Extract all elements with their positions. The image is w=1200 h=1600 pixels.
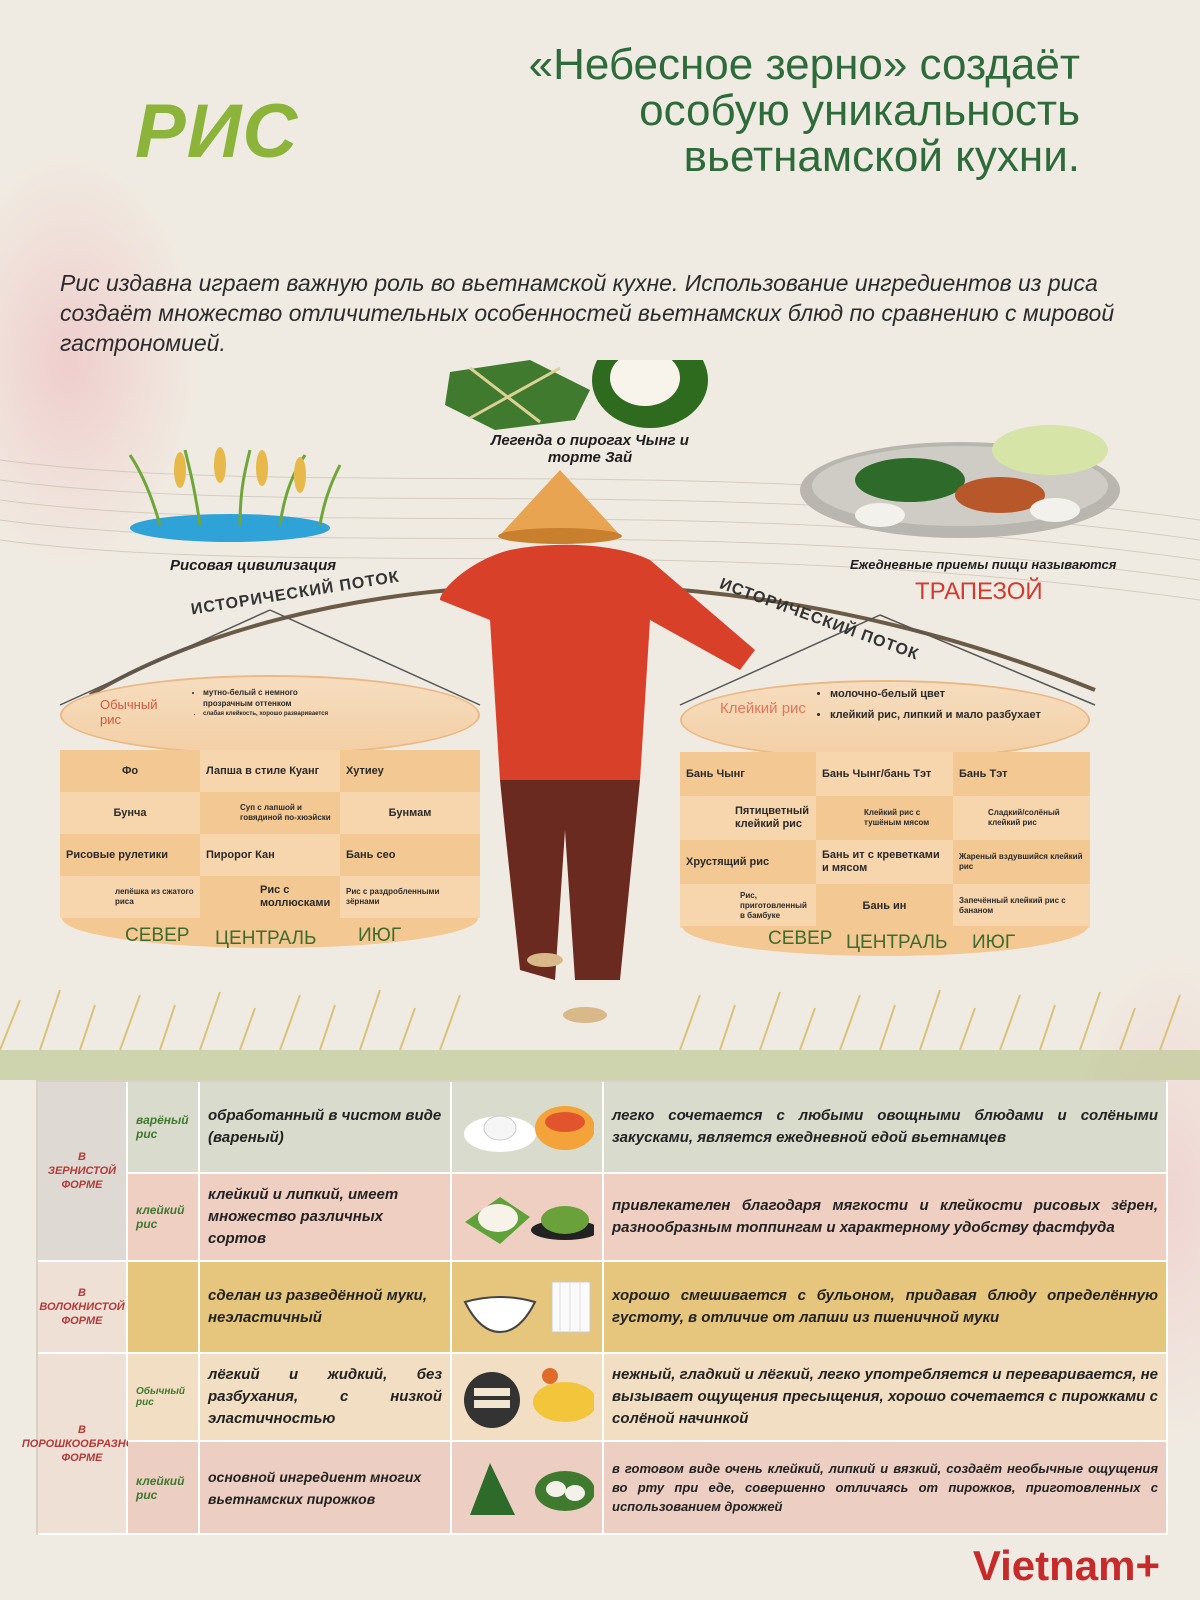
- sub-cell: клейкий рис: [128, 1174, 200, 1262]
- desc-cell: сделан из разведённой муки, неэластичный: [200, 1262, 452, 1354]
- dish-cell: Пятицветный клейкий рис: [680, 796, 816, 840]
- dish-cell: Бань Тэт: [953, 752, 1090, 796]
- bullet: слабая клейкость, хорошо разваривается: [203, 709, 345, 720]
- dish-cell: Бунмам: [340, 792, 480, 834]
- banh-chung-icon: [445, 360, 708, 430]
- desc-cell: лёгкий и жидкий, без разбухания, с низко…: [200, 1354, 452, 1442]
- meal-tray-icon: [800, 425, 1120, 538]
- meals-label: Ежедневные приемы пищи называются: [850, 557, 1117, 572]
- dish-cell: Бунча: [60, 792, 200, 834]
- rice-forms-table: В ЗЕРНИСТОЙ ФОРМЕ В ВОЛОКНИСТОЙ ФОРМЕ В …: [22, 1080, 1168, 1535]
- basket-right-type: Клейкий рис: [720, 700, 806, 717]
- sub-cell: Обычный рис: [128, 1354, 200, 1442]
- dish-cell: Клейкий рис с тушёным мясом: [816, 796, 953, 840]
- region-south: ИЮГ: [972, 932, 1016, 953]
- image-cell: [452, 1082, 604, 1174]
- farmer-figure: [440, 470, 755, 1023]
- dish-cell: Хутиеу: [340, 750, 480, 792]
- region-north: СЕВЕР: [125, 925, 190, 946]
- dish-cell: Бань Чынг: [680, 752, 816, 796]
- image-cell: [452, 1174, 604, 1262]
- image-cell: [452, 1262, 604, 1354]
- image-cell: [452, 1442, 604, 1535]
- desc-cell: основной ингредиент многих вьетнамских п…: [200, 1442, 452, 1535]
- rice-plate-icon: [464, 1106, 594, 1152]
- detail-cell: привлекателен благодаря мягкости и клейк…: [604, 1174, 1168, 1262]
- illustration: [0, 360, 1200, 1080]
- detail-cell: хорошо смешивается с бульоном, придавая …: [604, 1262, 1168, 1354]
- region-central: ЦЕНТРАЛЬ: [215, 928, 317, 949]
- desc-cell: клейкий и липкий, имеет множество различ…: [200, 1174, 452, 1262]
- page-title: РИС: [135, 89, 299, 174]
- detail-cell: легко сочетается с любыми овощными блюда…: [604, 1082, 1168, 1174]
- bullet: мутно-белый с немного прозрачным оттенко…: [203, 687, 345, 709]
- dish-cell: Запечённый клейкий рис с бананом: [953, 884, 1090, 928]
- rice-cake-icon: [470, 1462, 594, 1515]
- vietnamplus-logo: Vietnam+: [972, 1542, 1160, 1589]
- basket-left-type: Обычный рис: [100, 697, 158, 727]
- sticky-rice-icon: [465, 1197, 594, 1244]
- dish-cell: Рисовые рулетики: [60, 834, 200, 876]
- dish-cell: Рис с моллюсками: [200, 876, 340, 918]
- region-central: ЦЕНТРАЛЬ: [846, 932, 948, 953]
- noodle-bowl-icon: [463, 1281, 591, 1334]
- dish-cell: Рис с раздробленными зёрнами: [340, 876, 480, 918]
- dish-cell: Лапша в стиле Куанг: [200, 750, 340, 792]
- headline: «Небесное зерно» создаёт особую уникальн…: [528, 40, 1080, 181]
- desc-cell: обработанный в чистом виде (вареный): [200, 1082, 452, 1174]
- dish-cell: Рис, приготовленный в бамбуке: [680, 884, 816, 928]
- basket-right-bullets: молочно-белый цвет клейкий рис, липкий и…: [820, 684, 1080, 726]
- sub-cell: варёный рис: [128, 1082, 200, 1174]
- dish-cell: Бань ит с креветками и мясом: [816, 840, 953, 884]
- detail-cell: в готовом виде очень клейкий, липкий и в…: [604, 1442, 1168, 1535]
- category-cell: В ВОЛОКНИСТОЙ ФОРМЕ: [38, 1262, 128, 1354]
- category-cell: В ЗЕРНИСТОЙ ФОРМЕ: [38, 1082, 128, 1262]
- dish-cell: Пиророг Кан: [200, 834, 340, 876]
- dish-cell: Суп с лапшой и говядиной по-хюэйски: [200, 792, 340, 834]
- meals-word: ТРАПЕЗОЙ: [915, 578, 1043, 605]
- dish-cell: Сладкий/солёный клейкий рис: [953, 796, 1090, 840]
- spring-rolls-icon: [464, 1368, 594, 1428]
- basket-left-bullets: мутно-белый с немного прозрачным оттенко…: [195, 687, 345, 720]
- sub-cell: [128, 1262, 200, 1354]
- intro-paragraph: Рис издавна играет важную роль во вьетна…: [60, 270, 1115, 356]
- category-cell: В ПОРОШКООБРАЗНОЙ ФОРМЕ: [22, 1354, 142, 1535]
- dish-cell: Хрустящий рис: [680, 840, 816, 884]
- rice-plants-icon: [128, 447, 342, 542]
- sub-cell: клейкий рис: [128, 1442, 200, 1535]
- dish-cell: Бань сео: [340, 834, 480, 876]
- bullet: клейкий рис, липкий и мало разбухает: [830, 705, 1080, 726]
- dish-cell: Бань Чынг/бань Тэт: [816, 752, 953, 796]
- region-north: СЕВЕР: [768, 928, 833, 949]
- dish-cell: лепёшка из сжатого риса: [60, 876, 200, 918]
- civilization-label: Рисовая цивилизация: [170, 557, 337, 574]
- image-cell: [452, 1354, 604, 1442]
- bullet: молочно-белый цвет: [830, 684, 1080, 705]
- dish-cell: Бань ин: [816, 884, 953, 928]
- region-south: ИЮГ: [358, 925, 402, 946]
- dish-cell: Фо: [60, 750, 200, 792]
- dish-cell: Жареный вздувшийся клейкий рис: [953, 840, 1090, 884]
- detail-cell: нежный, гладкий и лёгкий, легко употребл…: [604, 1354, 1168, 1442]
- legend-label: Легенда о пирогах Чынг и торте Зай: [491, 432, 689, 466]
